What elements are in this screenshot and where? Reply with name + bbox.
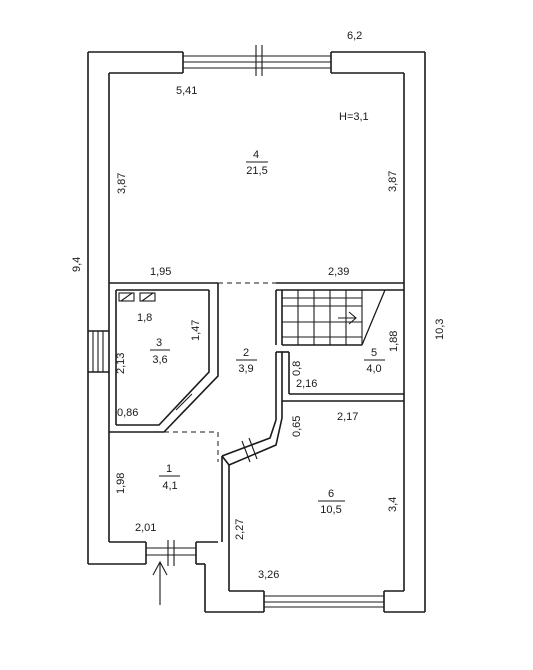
dim-r6-top: 2,17	[337, 411, 358, 423]
dim-r1-left: 1,98	[115, 473, 127, 494]
dim-r6-wall: 0,65	[291, 416, 303, 437]
outer-walls	[87, 51, 426, 613]
dim-r3-left: 2,13	[115, 353, 127, 374]
vent-symbols	[118, 292, 156, 302]
door-marks	[175, 393, 258, 463]
dim-r5-bottom: 2,16	[296, 378, 317, 390]
room-number: 3	[156, 337, 162, 349]
dim-r3-diag: 1,47	[190, 320, 202, 341]
room-number: 2	[243, 347, 249, 359]
ceiling-height-label: H=3,1	[339, 111, 369, 123]
window-top	[183, 45, 331, 76]
dim-r6-left: 2,27	[234, 519, 246, 540]
dim-corr-right: 2,39	[328, 266, 349, 278]
room-area: 21,5	[246, 165, 267, 177]
dim-r5-right: 1,88	[388, 331, 400, 352]
dim-top-width: 6,2	[347, 30, 362, 42]
room-area: 4,0	[366, 363, 381, 375]
dim-r1-bottom: 2,01	[135, 522, 156, 534]
room-area: 3,6	[152, 354, 167, 366]
room-number: 4	[253, 149, 259, 161]
dim-r6-right: 3,4	[387, 497, 399, 512]
room-number: 6	[328, 488, 334, 500]
window-left	[88, 330, 109, 373]
room-label-2: 2 3,9	[236, 347, 257, 375]
room-number: 5	[371, 347, 377, 359]
dim-r4-left: 3,87	[116, 173, 128, 194]
entrance-door	[146, 540, 196, 605]
dim-corr-left: 1,95	[150, 266, 171, 278]
room-number: 1	[166, 463, 172, 475]
dim-r3-bottom: 0,86	[117, 407, 138, 419]
dim-right-height: 10,3	[434, 319, 446, 340]
window-bottom	[264, 595, 384, 608]
room-area: 10,5	[320, 504, 341, 516]
dim-left-height: 9,4	[71, 257, 83, 272]
room-area: 4,1	[162, 480, 177, 492]
room-label-6: 6 10,5	[318, 488, 345, 516]
room-area: 3,9	[238, 363, 253, 375]
room-label-3: 3 3,6	[150, 337, 170, 366]
room-label-1: 1 4,1	[159, 463, 180, 492]
dim-r4-top: 5,41	[176, 85, 197, 97]
room-label-4: 4 21,5	[246, 149, 268, 177]
dim-r5-wall: 0,8	[291, 361, 303, 376]
dim-r4-right: 3,87	[387, 171, 399, 192]
room-label-5: 5 4,0	[364, 347, 385, 375]
dimension-labels: 6,2 9,4 10,3 5,41 3,87 3,87 1,95 2,39 1,…	[71, 30, 446, 581]
dim-r6-bottom: 3,26	[258, 569, 279, 581]
interior-walls	[109, 282, 404, 542]
dim-r3-top: 1,8	[137, 312, 152, 324]
